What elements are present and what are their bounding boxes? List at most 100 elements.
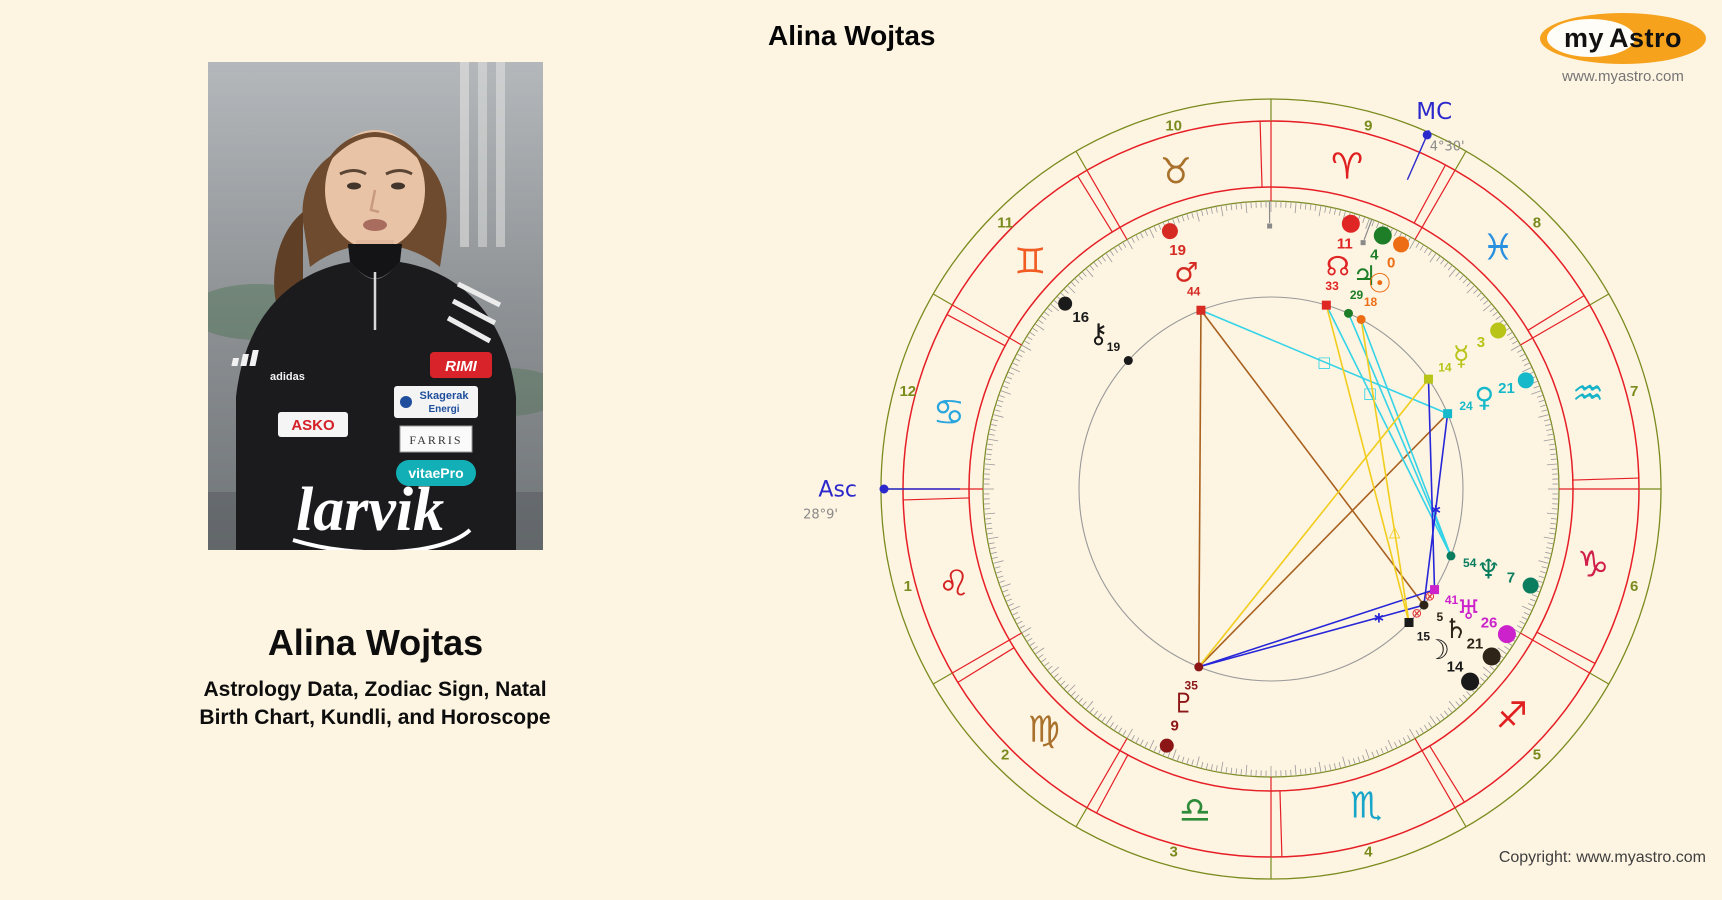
degree-tick	[991, 556, 998, 560]
degree-tick	[1544, 418, 1551, 422]
aspect-mars-venus	[1200, 309, 1448, 415]
degree-tick	[1294, 202, 1297, 214]
degree-tick	[984, 458, 992, 460]
degree-tick	[1118, 727, 1123, 734]
degree-tick	[1200, 762, 1204, 769]
degree-tick	[1540, 404, 1547, 408]
house-cusp-outer	[1589, 672, 1610, 685]
house-number-1: 1	[904, 578, 912, 595]
degree-tick	[1415, 730, 1420, 737]
degree-tick	[1063, 288, 1069, 294]
planet-glyph-moon: ☽	[1426, 635, 1450, 666]
planet-glyph-saturn: ♄	[1444, 614, 1468, 645]
degree-tick	[1362, 216, 1366, 223]
degree-tick	[1026, 336, 1033, 341]
degree-tick	[984, 463, 996, 466]
degree-tick	[1510, 344, 1521, 351]
planet-marker-chiron	[1123, 356, 1133, 366]
degree-tick	[995, 570, 1002, 574]
planet-marker-saturn	[1419, 600, 1429, 610]
degree-tick	[984, 518, 992, 520]
degree-tick	[1362, 755, 1366, 762]
planet-marker-venus	[1443, 409, 1453, 419]
degree-tick	[1429, 252, 1437, 263]
planet-marker-north-node	[1321, 300, 1331, 310]
aspect-sun-neptune	[1360, 319, 1452, 557]
degree-tick	[1473, 288, 1479, 294]
degree-tick	[1050, 303, 1060, 312]
degree-tick	[1489, 665, 1496, 671]
planet-dot-neptune	[1522, 577, 1539, 594]
degree-tick	[985, 527, 993, 530]
degree-tick	[1415, 241, 1420, 248]
degree-tick	[1550, 453, 1557, 456]
aspect-venus-saturn	[1423, 413, 1449, 606]
degree-tick	[1483, 673, 1489, 679]
degree-tick	[1333, 763, 1337, 770]
degree-tick	[1126, 239, 1133, 250]
degree-tick	[1550, 522, 1557, 525]
adidas-stripe	[446, 315, 492, 344]
degree-tick	[1040, 658, 1047, 663]
house-number-12: 12	[899, 383, 916, 400]
degree-tick	[992, 414, 1004, 418]
degree-tick	[1455, 271, 1461, 277]
planet-dot-venus	[1517, 372, 1534, 389]
degree-pin-head	[1360, 240, 1366, 246]
mc-degree: 4°30'	[1430, 139, 1465, 154]
degree-tick	[1077, 697, 1083, 704]
planet-marker-sun	[1356, 314, 1366, 324]
planet-glyph-chiron: ⚷	[1089, 318, 1109, 349]
degree-tick	[989, 547, 996, 550]
degree-tick	[1497, 647, 1508, 655]
degree-tick	[1220, 205, 1224, 217]
degree-tick	[984, 512, 996, 515]
degree-tick	[992, 560, 1004, 564]
degree-tick	[1294, 764, 1297, 776]
farris-patch: FARRIS	[399, 425, 473, 453]
degree-tick	[1021, 344, 1032, 351]
degree-tick	[1126, 728, 1133, 739]
degree-tick	[1101, 716, 1106, 723]
degree-tick	[1089, 264, 1095, 271]
degree-tick	[996, 575, 1004, 579]
skagerak-text-2: Energi	[428, 404, 459, 415]
degree-tick	[1521, 605, 1533, 612]
degree-tick	[1003, 380, 1011, 384]
planet-minute-chiron: 19	[1107, 340, 1121, 354]
planet-minute-venus: 24	[1459, 399, 1473, 413]
sign-glyph-libra: ♎	[1179, 791, 1211, 832]
degree-pin-head	[1267, 223, 1273, 229]
planet-glyph-mars: ♂	[1174, 257, 1198, 288]
degree-tick	[1550, 458, 1558, 460]
degree-tick	[1519, 620, 1526, 625]
degree-tick	[1225, 766, 1228, 774]
degree-tick	[1521, 366, 1533, 373]
degree-tick	[1545, 551, 1552, 555]
degree-tick	[1034, 323, 1045, 331]
degree-tick	[1479, 677, 1486, 683]
vitaepro-patch: vitaePro	[396, 460, 476, 486]
house-cusp-outer	[1454, 150, 1467, 171]
rimi-patch: RIMI	[430, 352, 492, 378]
degree-tick	[1158, 747, 1162, 755]
degree-tick	[1517, 349, 1524, 353]
degree-tick	[1550, 518, 1558, 520]
degree-tick	[1531, 594, 1539, 598]
degree-tick	[1466, 281, 1472, 287]
degree-tick	[1196, 210, 1200, 222]
asc-degree: 28°9'	[803, 508, 838, 523]
planet-minute-jupiter: 29	[1350, 288, 1364, 302]
degree-tick	[1543, 438, 1555, 442]
sign-boundary	[957, 647, 1015, 683]
degree-tick	[1365, 749, 1370, 760]
planet-degree-pluto: 9	[1171, 718, 1179, 735]
degree-tick	[1338, 762, 1342, 769]
degree-tick	[1007, 371, 1014, 375]
planet-marker-moon	[1404, 617, 1414, 627]
logo-url[interactable]: www.myastro.com	[1562, 68, 1684, 85]
degree-tick	[994, 409, 1001, 412]
planet-glyph-uranus: ♅	[1456, 595, 1480, 626]
